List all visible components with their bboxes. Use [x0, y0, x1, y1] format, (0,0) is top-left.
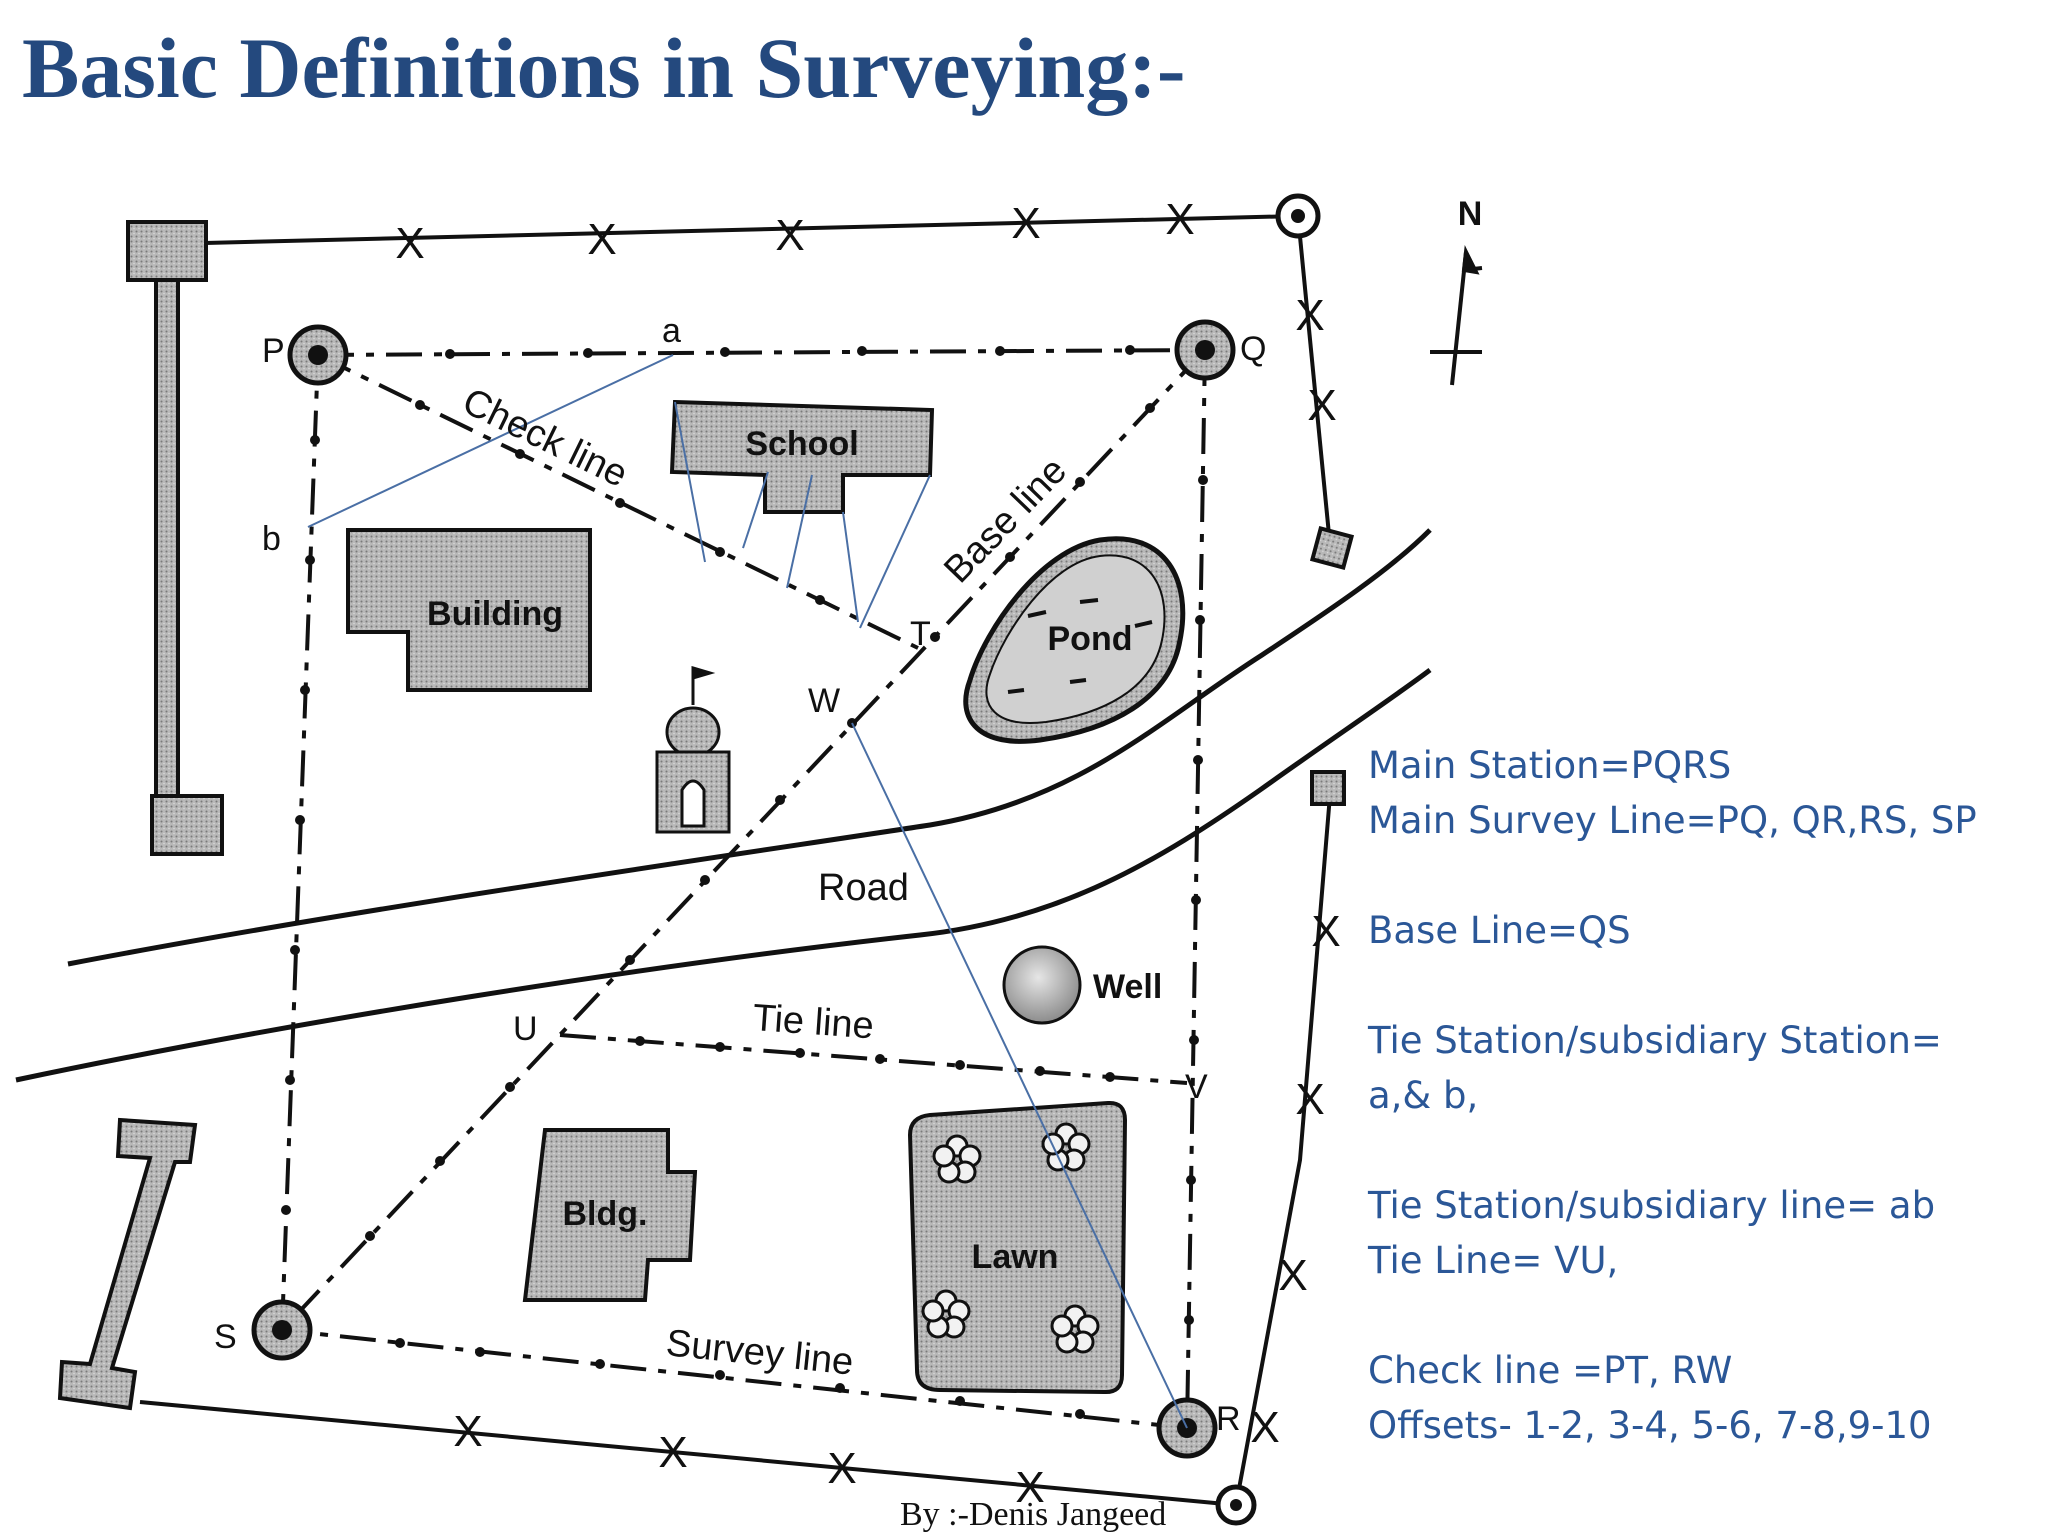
well [1002, 945, 1082, 1025]
building-label: Building [427, 595, 563, 633]
label-r: R [1216, 1400, 1241, 1438]
school-label: School [745, 425, 858, 463]
label-t: T [910, 615, 931, 653]
label-a: a [662, 312, 681, 350]
line-rw [851, 722, 1188, 1429]
road [15, 528, 1432, 1083]
svg-text:X: X [1278, 1251, 1307, 1300]
svg-text:X: X [658, 1428, 687, 1477]
left-hedge-diagonal [57, 1117, 198, 1411]
station-labels: P Q R S T U V W a b [214, 312, 1266, 1438]
annotation-lines [307, 354, 1188, 1429]
building [346, 528, 592, 692]
offset-5-6 [786, 474, 813, 589]
line-rs [281, 1328, 1188, 1430]
line-qs-base [280, 348, 1207, 1332]
bldg [522, 1128, 698, 1302]
station-s [251, 1299, 313, 1361]
lawn-label: Lawn [972, 1238, 1059, 1276]
author-credit: By :-Denis Jangeed [900, 1496, 1167, 1533]
offset-9-10 [859, 474, 931, 629]
label-w: W [808, 682, 840, 720]
fence-posts [1309, 525, 1355, 806]
line-ab [307, 354, 674, 528]
offset-1-2 [674, 401, 706, 563]
corner-stations [1215, 193, 1321, 1526]
svg-text:X: X [1165, 195, 1194, 244]
lawn [907, 1100, 1128, 1395]
chain-points [281, 345, 1208, 1419]
note-main-station: Main Station=PQRS [1368, 744, 1732, 787]
label-b: b [262, 520, 281, 558]
station-p [287, 324, 349, 386]
note-tie-subsidiary-line: Tie Station/subsidiary line= ab [1368, 1184, 1936, 1227]
tie-line-label: Tie line [751, 997, 875, 1047]
svg-text:X: X [1015, 1463, 1044, 1512]
road-label: Road [818, 867, 909, 909]
note-main-survey-line: Main Survey Line=PQ, QR,RS, SP [1368, 799, 1977, 842]
offset-7-8 [842, 511, 859, 623]
fence-lines [139, 214, 1332, 1507]
svg-text:X: X [453, 1407, 482, 1456]
svg-text:X: X [1295, 1075, 1324, 1124]
line-uv-tie [559, 1033, 1188, 1085]
label-u: U [513, 1010, 538, 1048]
label-s: S [214, 1318, 237, 1356]
offset-3-4 [742, 471, 769, 549]
north-label: N [1458, 195, 1483, 233]
svg-text:X: X [395, 219, 424, 268]
svg-text:X: X [587, 215, 616, 264]
svg-text:X: X [1311, 907, 1340, 956]
line-qr [1185, 349, 1207, 1429]
note-check-line: Check line =PT, RW [1368, 1349, 1733, 1392]
note-tie-station-2: a,& b, [1368, 1074, 1479, 1117]
definitions-panel: Main Station=PQRS Main Survey Line=PQ, Q… [1368, 738, 2008, 1453]
svg-text:X: X [1011, 199, 1040, 248]
north-arrow-icon [1430, 245, 1483, 386]
feature-labels: School Building Pond Well Bldg. Lawn [427, 425, 1162, 1276]
school [669, 399, 935, 514]
note-tie-line: Tie Line= VU, [1368, 1239, 1619, 1282]
line-pq [317, 348, 1206, 357]
label-v: V [1185, 1068, 1208, 1106]
well-label: Well [1093, 968, 1162, 1006]
label-q: Q [1240, 330, 1266, 368]
label-p: P [262, 332, 285, 370]
bldg-label: Bldg. [563, 1195, 648, 1233]
svg-text:X: X [775, 211, 804, 260]
note-offsets: Offsets- 1-2, 3-4, 5-6, 7-8,9-10 [1368, 1404, 1932, 1447]
page-title: Basic Definitions in Surveying:- [22, 20, 1186, 116]
svg-text:X: X [1307, 381, 1336, 430]
note-tie-station-1: Tie Station/subsidiary Station= [1368, 1019, 1942, 1062]
svg-text:X: X [827, 1444, 856, 1493]
check-line-label: Check line [456, 380, 634, 496]
svg-text:X: X [1250, 1403, 1279, 1452]
svg-text:X: X [1295, 291, 1324, 340]
pond-label: Pond [1048, 620, 1133, 658]
station-q [1174, 319, 1236, 381]
note-base-line: Base Line=QS [1368, 909, 1631, 952]
pond [963, 536, 1186, 744]
line-sp [280, 354, 320, 1331]
left-hedge-vertical [126, 220, 224, 856]
mosque-icon [655, 665, 731, 834]
